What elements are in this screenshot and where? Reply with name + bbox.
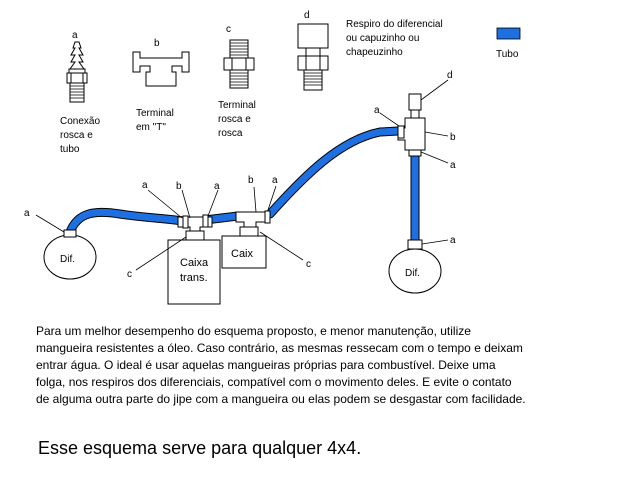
dif-right-label: Dif.	[405, 268, 420, 279]
dif-left-label: Dif.	[60, 254, 75, 265]
hoses	[65, 126, 420, 245]
fitting-a-right-bottom	[408, 149, 422, 157]
callout-transfer-a: a	[272, 175, 278, 186]
callout-lines	[35, 79, 449, 271]
legend-d-caption-3: chapeuzinho	[346, 47, 403, 58]
legend-tube: Tubo	[496, 27, 521, 60]
callout-labels: a b a a b a c c d a b a a	[24, 70, 456, 280]
legend-b-caption-2: em "T"	[136, 122, 166, 133]
callout-trans-a-left: a	[142, 180, 148, 191]
hose-long-outline	[265, 126, 403, 219]
callout-transfer-c: c	[306, 259, 311, 270]
fitting-a-trans-right	[202, 214, 209, 228]
legend-c-letter: c	[226, 24, 231, 35]
legend-a-caption-1: Conexão	[60, 116, 100, 127]
legend-a-caption-2: rosca e	[60, 130, 93, 141]
t-fitting-icon	[132, 51, 190, 87]
callout-trans-c: c	[127, 269, 132, 280]
legend-fitting-d: d Respiro do diferencial ou capuzinho ou…	[297, 10, 443, 91]
caix-label: Caix	[231, 248, 254, 260]
tube-swatch-icon	[496, 27, 521, 40]
legend-c-caption-2: rosca e	[218, 114, 251, 125]
callout-transfer-b: b	[248, 175, 254, 186]
hose-long	[266, 127, 402, 218]
legend-d-letter: d	[304, 10, 310, 21]
callout-left-dif-a: a	[24, 208, 30, 219]
legend-fitting-a: a Conexão rosca e tubo	[60, 30, 100, 155]
callout-trans-b: b	[176, 181, 182, 192]
legend-d-caption-2: ou capuzinho ou	[346, 33, 419, 44]
legend-fitting-c: c Terminal rosca e rosca	[218, 24, 256, 139]
caixa-trans-label-2: trans.	[180, 272, 208, 284]
usage-note: Para um melhor desempenho do esquema pro…	[36, 324, 526, 406]
callout-trans-a-right: a	[214, 181, 220, 192]
callout-right-d: d	[447, 70, 453, 81]
legend-tube-caption: Tubo	[496, 49, 519, 60]
fitting-a-trans-left	[182, 215, 189, 229]
callout-right-b: b	[450, 132, 456, 143]
legend-fitting-b: b Terminal em "T"	[132, 38, 190, 133]
fitting-c-trans	[185, 230, 205, 241]
legend-b-caption-1: Terminal	[136, 108, 174, 119]
legend-c-caption-1: Terminal	[218, 100, 256, 111]
legend-a-letter: a	[72, 30, 78, 41]
transfer-box	[221, 235, 267, 269]
callout-right-a-bottom: a	[450, 235, 456, 246]
legend-b-letter: b	[154, 38, 160, 49]
legend-c-caption-3: rosca	[218, 128, 243, 139]
callout-right-a-top: a	[374, 105, 380, 116]
hose-barb-connector-icon	[69, 41, 85, 70]
breather-cap-icon	[297, 23, 329, 49]
fitting-c-transfer	[239, 226, 259, 237]
breather-cap	[408, 93, 422, 111]
transmission-box	[167, 239, 221, 305]
breather-stem	[410, 109, 420, 119]
fitting-c-right-dif	[407, 239, 423, 250]
legend-d-caption-1: Respiro do diferencial	[346, 19, 443, 30]
fitting-a-right-t	[397, 125, 405, 139]
legend-a-caption-3: tubo	[60, 144, 80, 155]
callout-right-a-mid: a	[450, 160, 456, 171]
fitting-a-transfer	[264, 210, 271, 224]
applicability-heading: Esse esquema serve para qualquer 4x4.	[38, 438, 362, 458]
caixa-trans-label-1: Caixa	[180, 257, 209, 269]
components: Dif. Caixa trans. Caix Dif.	[43, 93, 442, 305]
fitting-a-left-dif	[63, 229, 77, 238]
hose-left	[66, 208, 194, 236]
